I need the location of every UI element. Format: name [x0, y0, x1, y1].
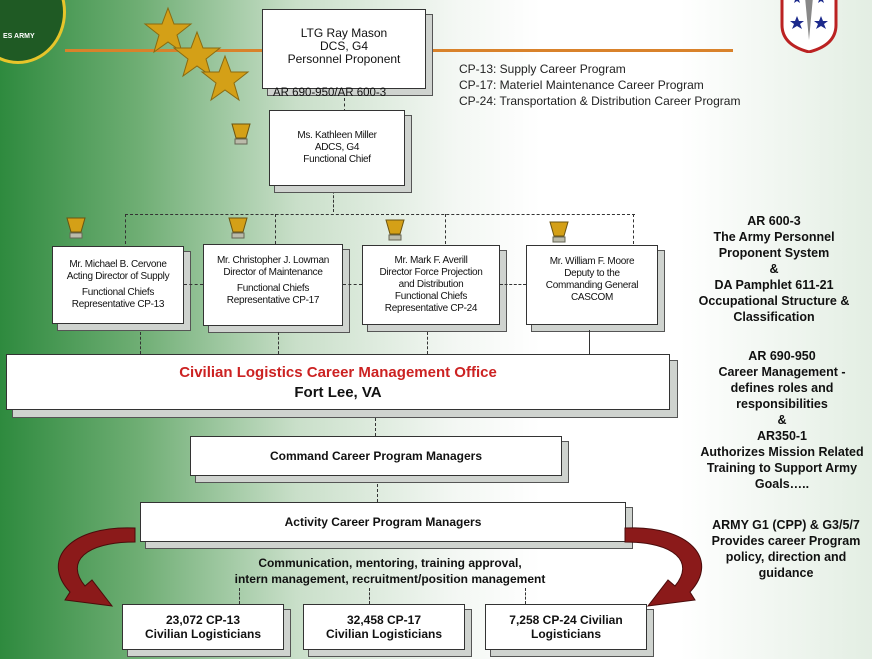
connector [184, 284, 203, 285]
civilian-insignia-icon [66, 217, 86, 239]
shield-icon [780, 0, 838, 53]
connector [589, 330, 590, 354]
civilian-insignia-icon [231, 123, 251, 145]
connector [377, 484, 378, 502]
connector [333, 186, 334, 212]
civilian-insignia-icon [385, 219, 405, 241]
rep-box-cp24: Mr. Mark F. Averill Director Force Proje… [362, 245, 500, 325]
command-career-managers-box: Command Career Program Managers [190, 436, 562, 476]
rep-box-cp13: Mr. Michael B. Cervone Acting Director o… [52, 246, 184, 324]
connector [369, 588, 370, 604]
population-box-cp13: 23,072 CP-13 Civilian Logisticians [122, 604, 284, 650]
civilian-insignia-icon [549, 221, 569, 243]
connector [525, 588, 526, 604]
connector [445, 214, 446, 244]
connector [500, 284, 526, 285]
proponent-box: LTG Ray Mason DCS, G4 Personnel Proponen… [262, 9, 426, 99]
connector [125, 214, 126, 244]
connector [125, 214, 635, 215]
civilian-insignia-icon [228, 217, 248, 239]
activity-career-managers-box: Activity Career Program Managers [140, 502, 626, 542]
connector [375, 418, 376, 436]
connector [633, 214, 634, 244]
right-curved-arrow-icon [624, 527, 702, 607]
population-box-cp17: 32,458 CP-17 Civilian Logisticians [303, 604, 465, 650]
connector [275, 214, 276, 244]
connector [278, 332, 279, 354]
three-star-insignia-icon [144, 7, 249, 101]
career-management-office-box: Civilian Logistics Career Management Off… [6, 354, 670, 410]
connector [239, 588, 240, 604]
activities-description: Communication, mentoring, training appro… [234, 556, 546, 586]
population-box-cp24: 7,258 CP-24 Civilian Logisticians [485, 604, 647, 650]
regulation-label: AR 690-950/AR 600-3 [273, 87, 387, 99]
connector [344, 98, 345, 112]
career-program-legend: CP-13: Supply Career Program CP-17: Mate… [459, 62, 741, 108]
left-curved-arrow-icon [58, 527, 136, 607]
rep-box-cp17: Mr. Christopher J. Lowman Director of Ma… [203, 244, 343, 326]
army-logo: ES ARMY [0, 0, 66, 64]
connector [140, 332, 141, 354]
rep-box-cascom: Mr. William F. Moore Deputy to the Comma… [526, 245, 658, 325]
functional-chief-box: Ms. Kathleen Miller ADCS, G4 Functional … [269, 110, 405, 186]
connector [343, 284, 362, 285]
connector [427, 332, 428, 354]
